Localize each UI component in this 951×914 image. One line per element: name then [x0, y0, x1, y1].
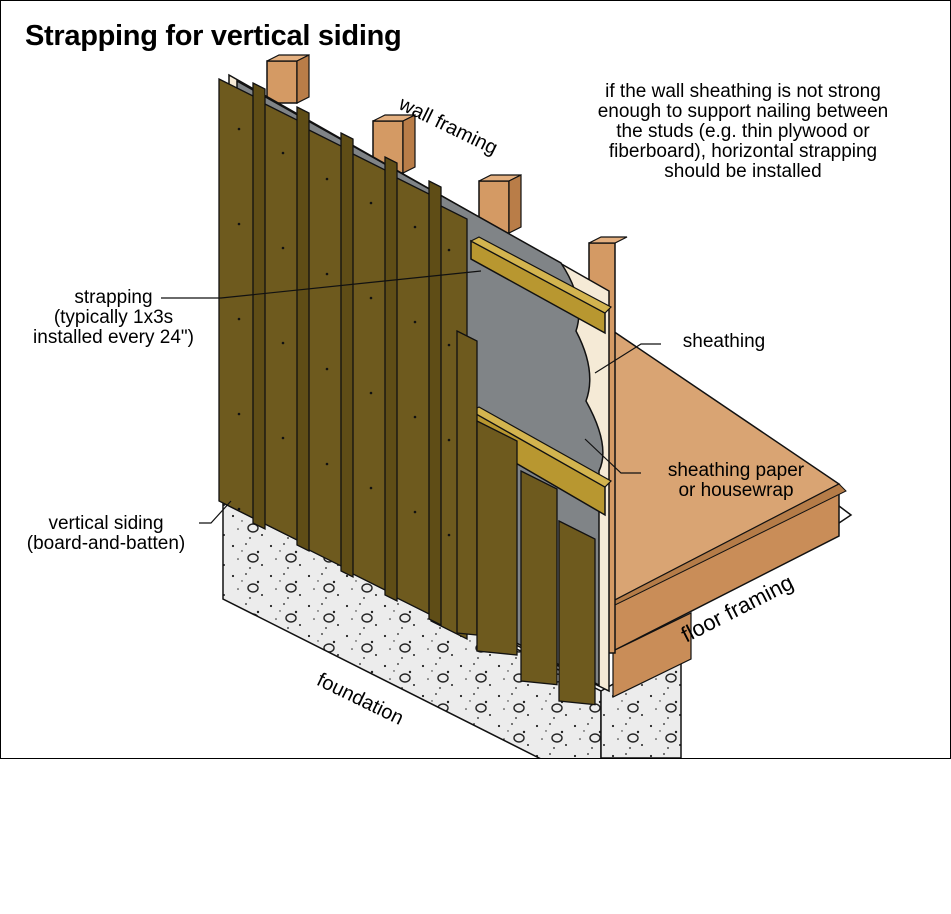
- nail: [237, 507, 241, 511]
- nail: [237, 127, 241, 131]
- nail: [413, 225, 417, 229]
- siding-board: [476, 419, 518, 656]
- nail: [281, 246, 285, 250]
- note-line: fiberboard), horizontal strapping: [608, 141, 878, 162]
- nail: [369, 201, 373, 205]
- nail: [325, 272, 329, 276]
- nail: [447, 343, 451, 347]
- strapping-note: if the wall sheathing is not strong enou…: [563, 82, 923, 182]
- nail: [281, 436, 285, 440]
- note-line: should be installed: [664, 161, 822, 182]
- siding-board: [558, 519, 596, 706]
- batten: [296, 105, 310, 553]
- strapping-label-line: strapping: [74, 287, 153, 308]
- siding-board: [456, 329, 478, 636]
- nail: [325, 462, 329, 466]
- sheathing-label: sheathing: [682, 331, 766, 352]
- nail: [237, 412, 241, 416]
- strapping-label-line: (typically 1x3s: [53, 307, 174, 328]
- nail: [281, 341, 285, 345]
- wall-section-illustration: [161, 54, 853, 758]
- batten: [428, 179, 442, 627]
- nail: [237, 317, 241, 321]
- vertical-siding-label-line: (board-and-batten): [26, 533, 186, 554]
- nail: [413, 510, 417, 514]
- nail: [369, 391, 373, 395]
- nail: [447, 438, 451, 442]
- sheathing-paper-label-line: or housewrap: [678, 480, 794, 501]
- vertical-siding: [218, 77, 596, 706]
- nail: [447, 248, 451, 252]
- diagram-frame: Strapping for vertical siding if the wal…: [0, 0, 951, 759]
- strapping-label: strapping (typically 1x3s installed ever…: [11, 288, 216, 348]
- nail: [413, 415, 417, 419]
- note-line: if the wall sheathing is not strong: [605, 81, 881, 102]
- page-title: Strapping for vertical siding: [25, 20, 402, 52]
- vertical-siding-label-line: vertical siding: [48, 513, 164, 534]
- vertical-siding-label: vertical siding (board-and-batten): [11, 514, 201, 554]
- nail: [447, 533, 451, 537]
- strapping-label-line: installed every 24"): [33, 327, 194, 348]
- batten: [252, 81, 266, 531]
- nail: [413, 320, 417, 324]
- siding-board: [520, 469, 558, 686]
- sheathing-paper-label: sheathing paper or housewrap: [641, 461, 831, 501]
- nail: [369, 296, 373, 300]
- nail: [325, 367, 329, 371]
- nail: [237, 222, 241, 226]
- note-line: the studs (e.g. thin plywood or: [616, 121, 870, 142]
- batten: [384, 155, 398, 603]
- sheathing-paper-label-line: sheathing paper: [667, 460, 805, 481]
- nail: [281, 151, 285, 155]
- leader-lines: [161, 270, 661, 524]
- nail: [325, 177, 329, 181]
- batten: [340, 131, 354, 579]
- note-line: enough to support nailing between: [597, 101, 889, 122]
- nail: [369, 486, 373, 490]
